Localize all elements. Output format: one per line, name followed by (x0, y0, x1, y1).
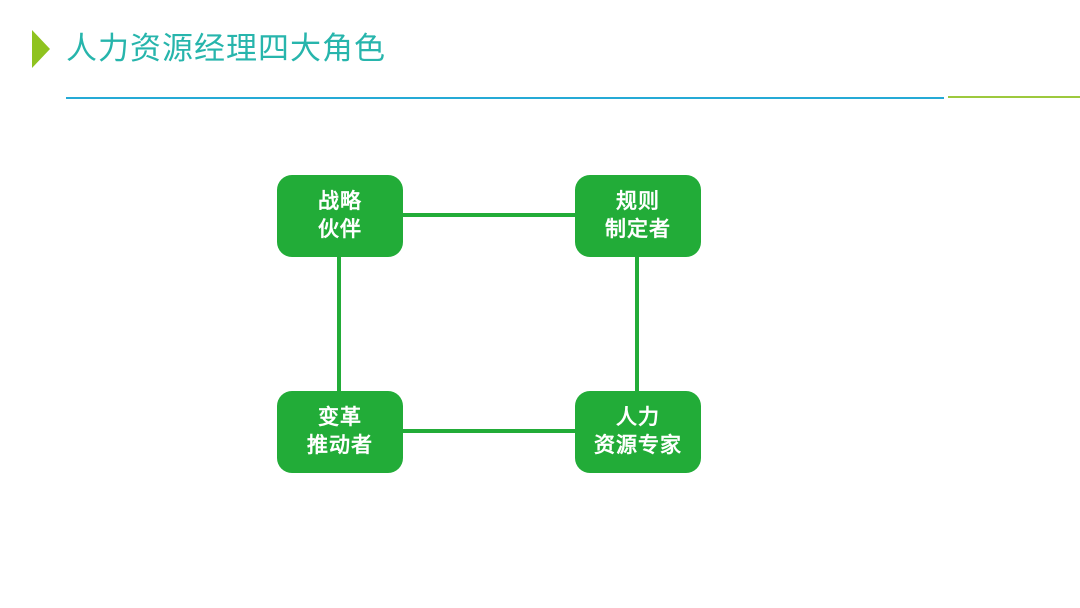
node-label-line: 战略 (318, 190, 362, 213)
node-label-line: 资源专家 (594, 434, 682, 457)
node-label-line: 规则 (616, 190, 660, 213)
node-change-promoter: 变革 推动者 (277, 391, 403, 473)
node-label-line: 推动者 (307, 434, 373, 457)
node-hr-expert: 人力 资源专家 (575, 391, 701, 473)
title-underline-lime-segment (948, 96, 1080, 98)
connector-top (403, 213, 575, 217)
title-pointer-icon (32, 30, 50, 68)
slide-title: 人力资源经理四大角色 (66, 31, 386, 66)
connector-left (337, 257, 341, 391)
node-rule-maker: 规则 制定者 (575, 175, 701, 257)
node-label-line: 伙伴 (318, 218, 362, 241)
title-underline-cyan-segment (66, 97, 944, 99)
node-label-line: 人力 (616, 406, 660, 429)
connector-right (635, 257, 639, 391)
node-label-line: 制定者 (605, 218, 671, 241)
node-strategic-partner: 战略 伙伴 (277, 175, 403, 257)
connector-bottom (403, 429, 575, 433)
node-label-line: 变革 (318, 406, 362, 429)
